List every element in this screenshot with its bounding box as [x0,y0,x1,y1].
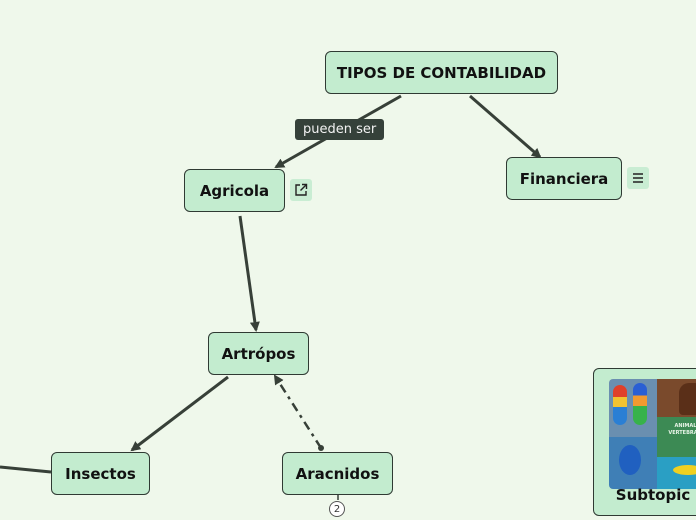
external-link-icon[interactable] [290,179,312,201]
node-tipos-de-contabilidad[interactable]: TIPOS DE CONTABILIDAD [325,51,558,94]
animals-image: ANIMALES VERTEBRADOS [609,379,696,489]
image-caption: ANIMALES VERTEBRADOS [661,423,696,437]
node-aracnidos[interactable]: Aracnidos [282,452,393,495]
edge-agricola-artropos [240,216,256,330]
edge-artropos-insectos [132,377,228,450]
edge-dashed-anchor [318,445,324,451]
edge-artropos-aracnidos-dashed [275,376,321,448]
subtopic-label: Subtopic [594,486,696,504]
node-artropos[interactable]: Artrópos [208,332,309,375]
collapsed-children-count[interactable]: 2 [329,501,345,517]
node-financiera[interactable]: Financiera [506,157,622,200]
edge-root-financiera [470,96,540,157]
edge-label-pueden-ser[interactable]: pueden ser [295,119,384,140]
notes-icon[interactable] [627,167,649,189]
node-agricola[interactable]: Agricola [184,169,285,212]
node-subtopic-image[interactable]: ANIMALES VERTEBRADOS Subtopic [593,368,696,516]
node-insectos[interactable]: Insectos [51,452,150,495]
edge-insectos-offscreen [0,467,51,472]
